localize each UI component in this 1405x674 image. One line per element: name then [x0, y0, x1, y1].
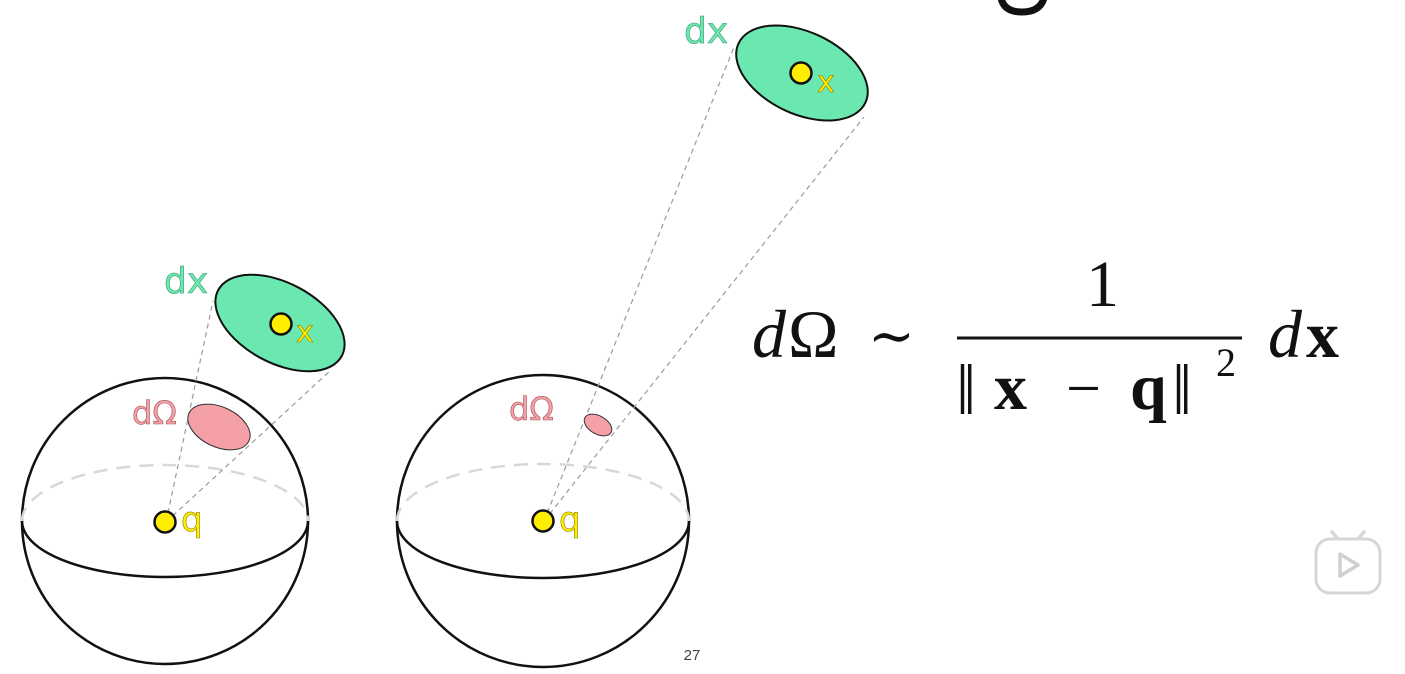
right-equator-front: [395, 520, 691, 580]
right-dx-label: dx: [684, 11, 728, 52]
formula: d Ω ∼ 1 ‖ x − q ‖ 2 d x: [752, 248, 1339, 430]
video-player-button[interactable]: [1314, 529, 1382, 595]
left-solid-angle-patch: [187, 403, 251, 451]
left-q-label: q: [181, 500, 203, 540]
formula-minus: −: [1066, 355, 1101, 423]
formula-den-q: q: [1130, 351, 1167, 424]
right-equator-back: [395, 462, 691, 522]
right-domega-label: dΩ: [509, 390, 554, 428]
right-solid-angle-patch: [583, 413, 613, 437]
page-number: 27: [683, 647, 701, 664]
formula-lhs-omega: Ω: [788, 296, 839, 372]
right-point-q: [531, 509, 555, 533]
left-equator-back: [20, 463, 310, 522]
left-scene: dx x q dΩ: [20, 261, 346, 666]
right-projection-line-1: [543, 46, 735, 522]
right-point-x: [789, 61, 813, 85]
left-domega-label: dΩ: [132, 394, 177, 432]
formula-rhs-d: d: [1268, 296, 1303, 372]
right-x-label: x: [817, 65, 835, 100]
left-point-x: [269, 312, 293, 336]
play-icon: [1314, 530, 1382, 595]
title-fragment: [997, 0, 1047, 16]
formula-den-x: x: [994, 351, 1027, 424]
left-x-label: x: [296, 315, 314, 350]
right-q-label: q: [559, 500, 581, 540]
formula-exponent: 2: [1216, 340, 1236, 385]
left-equator-front: [20, 520, 310, 579]
right-projection-line-2: [543, 116, 865, 522]
formula-sim: ∼: [868, 306, 915, 368]
left-projection-line-2: [165, 369, 332, 523]
formula-lhs-d: d: [752, 296, 787, 372]
formula-norm-close: ‖: [1172, 350, 1192, 430]
formula-numerator: 1: [1086, 248, 1119, 321]
left-point-q: [153, 510, 177, 534]
left-dx-label: dx: [164, 261, 208, 302]
right-scene: dx x q dΩ: [395, 11, 869, 669]
formula-norm-open: ‖: [956, 350, 976, 430]
formula-rhs-x: x: [1306, 299, 1339, 372]
